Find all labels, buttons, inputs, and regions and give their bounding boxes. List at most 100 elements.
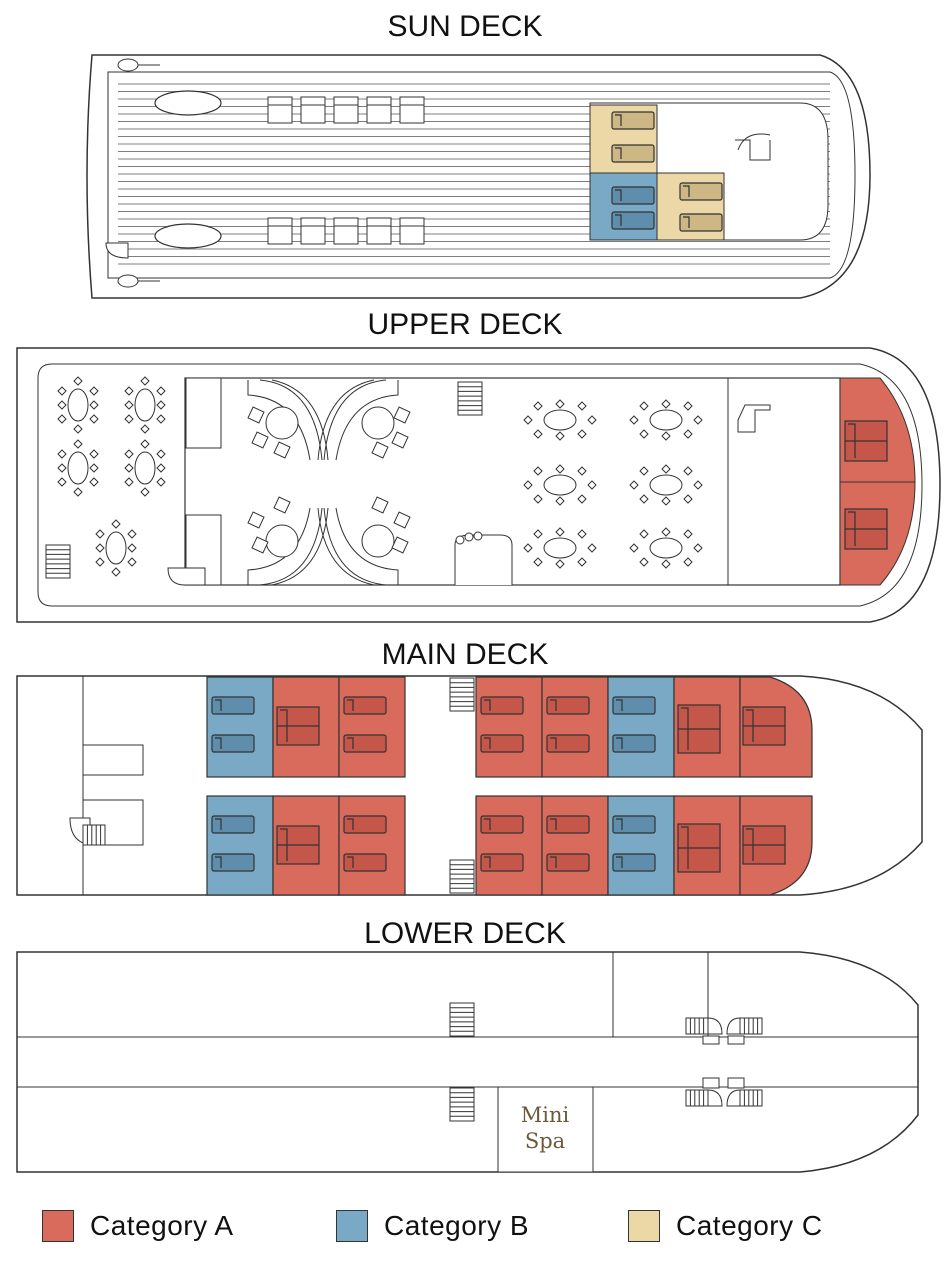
dining-table-icon [67, 451, 89, 485]
lounger-icon [300, 217, 326, 245]
mini-spa-label-line1: Mini [521, 1103, 570, 1127]
chair-icon [391, 431, 409, 449]
main-cabin [338, 676, 406, 778]
dining-table-icon [105, 531, 127, 565]
bed-icon [211, 853, 255, 872]
main-cabin [541, 795, 609, 896]
bed-icon [343, 815, 387, 834]
main-cabin [206, 795, 274, 896]
lounger-icon [399, 96, 425, 124]
sun-spiral-stair-icon [735, 133, 771, 161]
upper-deck-title: UPPER DECK [367, 308, 563, 341]
bed-icon [611, 144, 655, 163]
stair-icon [685, 1089, 709, 1107]
bed-icon [546, 853, 590, 872]
bed-icon [211, 815, 255, 834]
chair-icon [391, 536, 409, 554]
dining-table-icon [67, 388, 89, 422]
mini-spa-label-line2: Spa [525, 1129, 565, 1153]
chair-icon [247, 406, 265, 424]
legend-label: Category C [676, 1210, 823, 1241]
main-cabin [607, 676, 675, 778]
bed-icon [480, 696, 524, 715]
dining-table-icon [543, 409, 577, 431]
legend-item-category-b: Category B [336, 1208, 529, 1244]
legend-label: Category A [90, 1210, 234, 1241]
stair-icon [457, 381, 483, 416]
category-a-swatch [42, 1210, 74, 1242]
bed-icon [612, 853, 656, 872]
chair-icon [371, 441, 389, 459]
bed-icon [343, 853, 387, 872]
chair-icon [393, 511, 411, 529]
sun-cabin-b1 [589, 172, 658, 241]
main-cabin [475, 676, 543, 778]
category-c-swatch [628, 1210, 660, 1242]
legend-item-category-a: Category A [42, 1208, 234, 1244]
stair-icon [449, 1002, 475, 1037]
bed-icon [546, 696, 590, 715]
stair-icon [449, 1087, 475, 1122]
stair-icon [739, 1017, 763, 1035]
lounger-icon [267, 96, 293, 124]
lounger-icon [333, 96, 359, 124]
bed-icon [546, 734, 590, 753]
bed-icon [612, 815, 656, 834]
lounger-icon [366, 217, 392, 245]
chair-icon [393, 406, 411, 424]
stair-icon [449, 859, 475, 894]
bed-icon [611, 211, 655, 230]
sun-deck-title: SUN DECK [387, 10, 543, 43]
upper-corner-stair-icon [167, 567, 206, 586]
bed-icon [343, 696, 387, 715]
upper-spiral-stair-icon [737, 404, 771, 433]
lounger-icon [333, 217, 359, 245]
category-b-swatch [336, 1210, 368, 1242]
chair-icon [251, 431, 269, 449]
chair-icon [273, 496, 291, 514]
spiral-stair-icon [707, 1089, 741, 1107]
dining-table-icon [649, 537, 683, 559]
bed-icon [480, 853, 524, 872]
bed-icon [611, 186, 655, 205]
bed-icon [679, 182, 723, 201]
bed-icon [612, 734, 656, 753]
chair-icon [251, 536, 269, 554]
bed-icon [612, 696, 656, 715]
lounger-icon [366, 96, 392, 124]
stair-icon [685, 1017, 709, 1035]
bed-icon [679, 213, 723, 232]
chair-icon [247, 511, 265, 529]
legend-label: Category B [384, 1210, 530, 1241]
sun-corner-stair-icon [105, 242, 129, 259]
chair-icon [371, 496, 389, 514]
stair-icon [45, 544, 71, 579]
legend: Category A Category B Category C [0, 1208, 950, 1248]
stair-icon [82, 824, 106, 846]
bed-icon [211, 696, 255, 715]
dining-table-icon [134, 451, 156, 485]
bed-icon [211, 734, 255, 753]
legend-item-category-c: Category C [628, 1208, 823, 1244]
main-cabin [475, 795, 543, 896]
dining-table-icon [543, 537, 577, 559]
sun-deck-plan [86, 54, 871, 299]
lounger-icon [300, 96, 326, 124]
main-deck-title: MAIN DECK [381, 638, 549, 671]
lounger-icon [399, 217, 425, 245]
stair-icon [449, 677, 475, 712]
bed-icon [480, 734, 524, 753]
main-cabin [607, 795, 675, 896]
main-cabin [338, 795, 406, 896]
lounger-icon [267, 217, 293, 245]
mini-spa-room [497, 1086, 594, 1173]
bed-icon [480, 815, 524, 834]
lower-deck-plan: Mini Spa [16, 951, 919, 1173]
main-deck-plan [16, 675, 923, 896]
bed-icon [343, 734, 387, 753]
spiral-stair-icon [707, 1017, 741, 1035]
dining-table-icon [543, 474, 577, 496]
dining-table-icon [649, 409, 683, 431]
upper-deck-plan [16, 347, 941, 623]
main-cabin [206, 676, 274, 778]
